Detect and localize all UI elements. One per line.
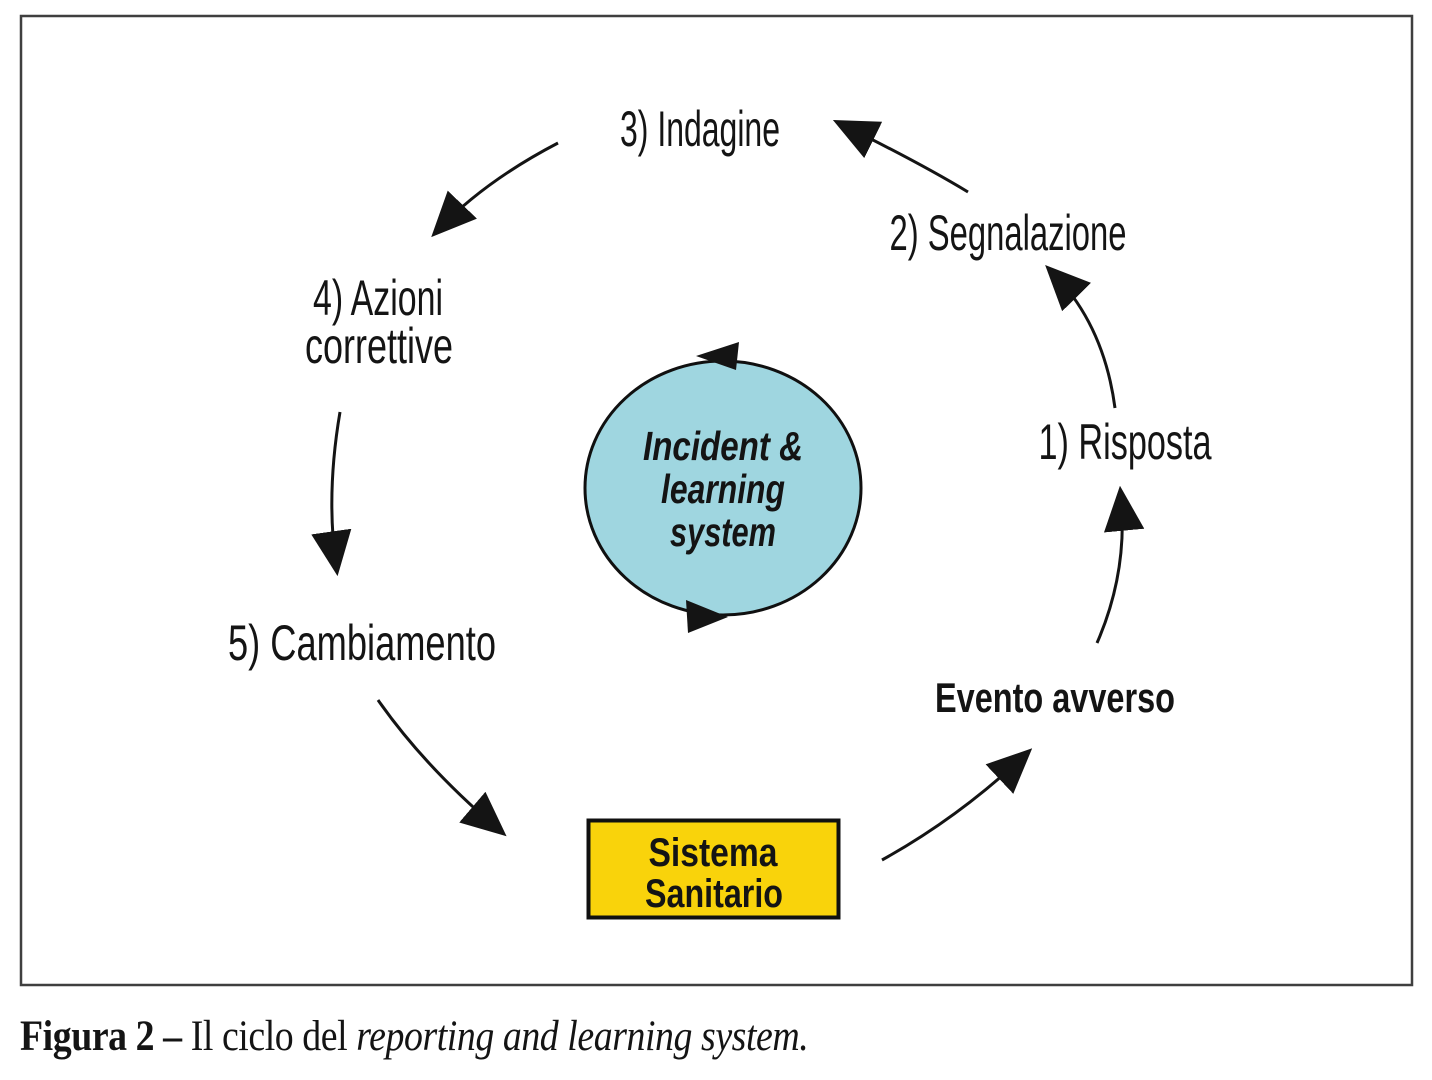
circle-text-line1: Incident & <box>643 423 803 469</box>
label-evento-avverso: Evento avverso <box>935 674 1175 721</box>
label-step-4-azioni-line2: correttive <box>305 318 453 374</box>
arrow-segnalazione-to-indagine <box>832 120 969 194</box>
arrow-evento-to-risposta <box>1095 485 1145 644</box>
label-step-4-azioni-line1: 4) Azioni <box>313 270 443 326</box>
caption-figure-label: Figura 2 – <box>20 1013 182 1060</box>
sistema-box-line1: Sistema <box>649 831 779 875</box>
label-step-3-indagine: 3) Indagine <box>620 101 780 157</box>
rotation-arrowhead-bottom-icon <box>686 600 728 633</box>
figure-caption: Figura 2 – Il ciclo del reporting and le… <box>20 1012 809 1061</box>
arrow-indagine-to-azioni <box>431 141 559 238</box>
sistema-sanitario-box <box>586 818 841 920</box>
label-step-1-risposta: 1) Risposta <box>1039 414 1212 470</box>
sistema-box-line2: Sanitario <box>645 872 783 916</box>
arrow-risposta-to-segnalazione <box>1045 264 1117 409</box>
label-step-5-cambiamento: 5) Cambiamento <box>228 615 496 671</box>
circle-text-line2: learning <box>661 466 785 512</box>
arrow-cambiamento-to-sistema <box>376 699 507 837</box>
circle-text-line3: system <box>670 509 776 555</box>
caption-italic-text: reporting and learning system. <box>356 1013 809 1060</box>
rotation-arrowhead-top-icon <box>696 342 739 370</box>
arrow-azioni-to-cambiamento <box>311 411 352 577</box>
arrow-sistema-to-evento <box>881 748 1033 862</box>
caption-text: Il ciclo del <box>181 1013 357 1060</box>
label-step-2-segnalazione: 2) Segnalazione <box>890 205 1127 261</box>
